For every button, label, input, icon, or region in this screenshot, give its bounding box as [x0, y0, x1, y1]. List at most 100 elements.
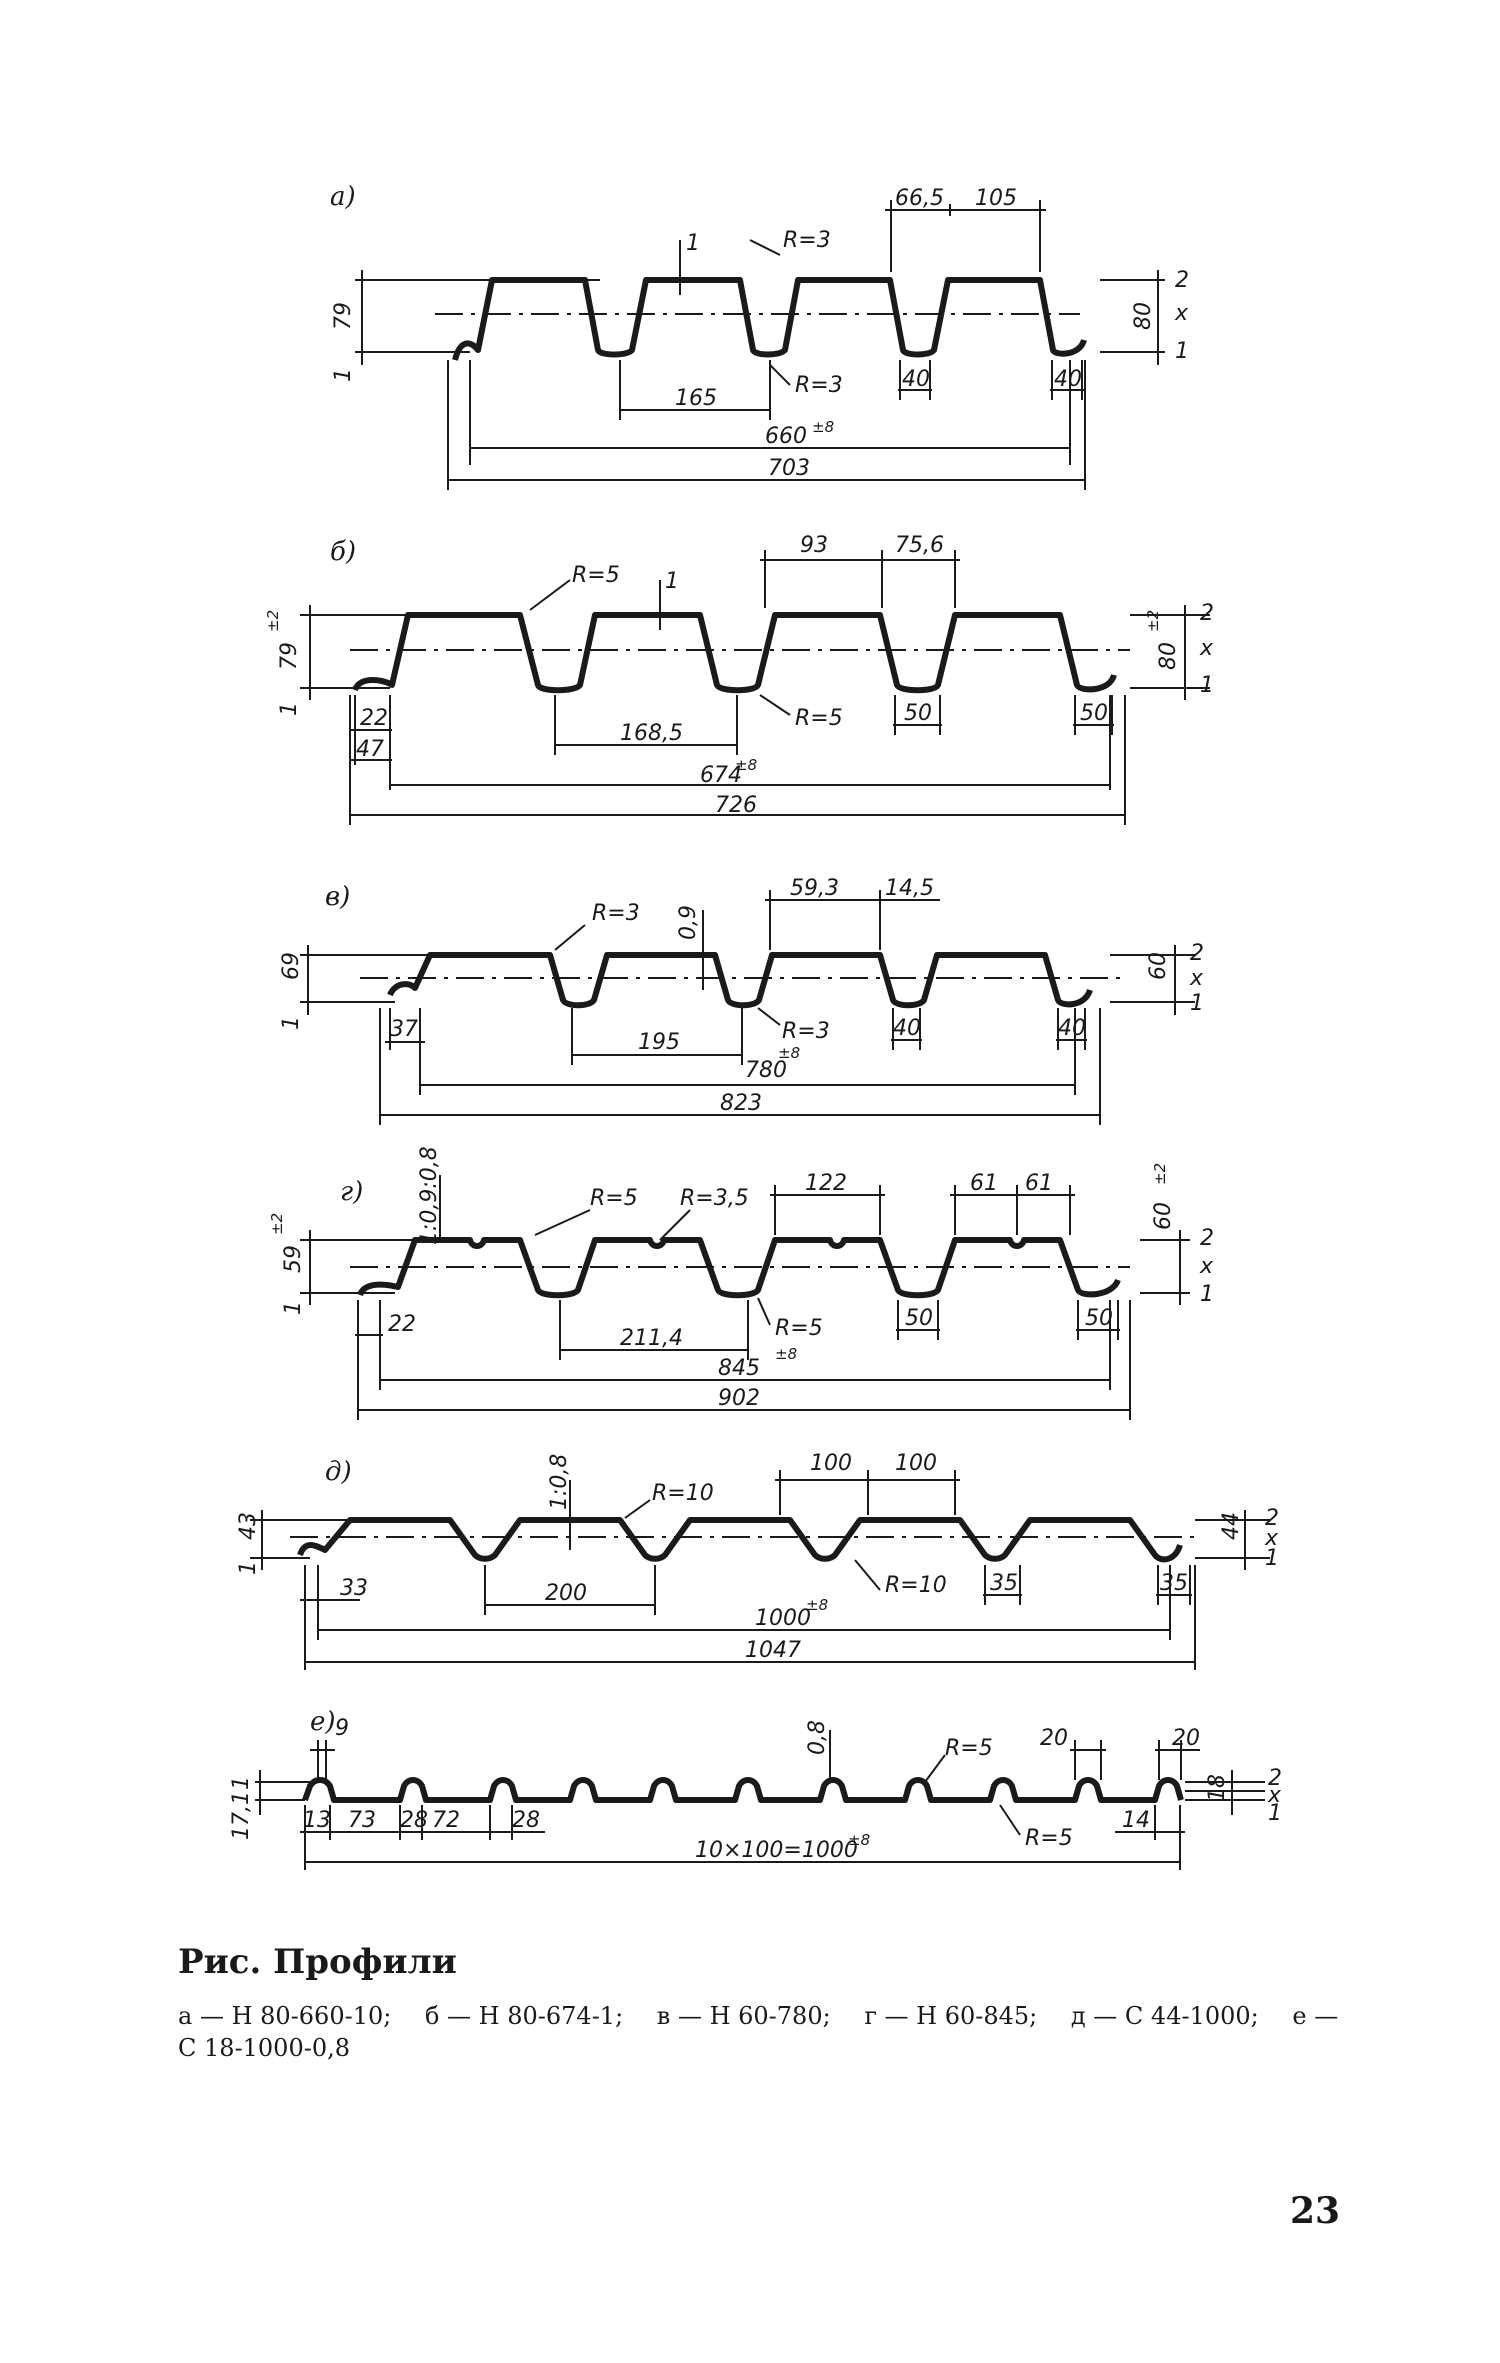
dim-label: 0,8: [805, 1720, 830, 1755]
dim-label: 79: [331, 302, 356, 330]
dim-label: 20: [1040, 1726, 1068, 1751]
dim-label: 1:0,9:0,8: [417, 1146, 442, 1245]
axis-label-1: 1: [1200, 673, 1214, 698]
dim-label: 1: [331, 368, 356, 382]
axis-label-x: x: [1189, 966, 1204, 991]
dim-label: 60: [1151, 1202, 1176, 1230]
tolerance: ±8: [778, 1044, 800, 1062]
profile-v: в) 59,3 14,5 R=3 0,9 69 60 1 37 195 R=3 …: [279, 876, 1204, 1125]
dim-label: 17,1: [229, 1791, 254, 1840]
profile-letter: е): [310, 1707, 336, 1737]
dim-label: R=5: [795, 706, 843, 731]
dim-label: 195: [638, 1030, 680, 1055]
dim-label: 10×100=1000: [695, 1838, 858, 1863]
dim-label: R=3,5: [680, 1186, 749, 1211]
dim-label: 674: [700, 763, 742, 788]
tolerance: ±2: [1151, 1163, 1169, 1185]
profile-e: е) 9 0,8 R=5 20 20 1 17,1 18 13 73 28 72…: [229, 1707, 1282, 1870]
dim-label: 122: [805, 1171, 847, 1196]
profile-d: д) 1:0,8 R=10 100 100 43 44 1 33 200 R=1…: [236, 1451, 1279, 1670]
dim-label: 660: [765, 424, 807, 449]
leader: [759, 694, 791, 716]
leader: [924, 1754, 946, 1783]
dim-label: 14: [1122, 1808, 1150, 1833]
leader: [659, 1209, 691, 1241]
dim-label: 780: [745, 1058, 787, 1083]
dim-label: 902: [718, 1386, 760, 1411]
dim-label: 168,5: [620, 721, 683, 746]
leader: [529, 579, 571, 611]
dim-label: 105: [975, 186, 1017, 211]
dim-label: 75,6: [895, 533, 944, 558]
dim-label: R=3: [592, 901, 640, 926]
dim-label: 50: [1085, 1306, 1113, 1331]
profile-line: [357, 1237, 1121, 1299]
dim-label: 35: [990, 1571, 1018, 1596]
dim-label: 823: [720, 1091, 762, 1116]
dim-label: R=5: [572, 563, 620, 588]
profile-letter: г): [340, 1177, 363, 1207]
dim-label: 50: [904, 701, 932, 726]
dim-label: 59: [281, 1245, 306, 1273]
dim-label: R=10: [652, 1481, 714, 1506]
dim-label: 50: [905, 1306, 933, 1331]
dim-label: 1:0,8: [547, 1454, 572, 1510]
dim-label: 0,9: [676, 905, 701, 940]
dim-label: 845: [718, 1356, 760, 1381]
profile-line: [452, 277, 1087, 361]
leader: [854, 1559, 881, 1591]
dim-label: 44: [1219, 1512, 1244, 1540]
dim-label: 47: [356, 737, 384, 762]
leader: [999, 1804, 1021, 1836]
legend-item-e: е — С 18-1000-0,8: [178, 2002, 1339, 2062]
profile-b: б) 93 75,6 R=5 1 79 ±2 80 ±2 1 22 47 168…: [264, 533, 1214, 825]
figure-caption: Рис. Профили: [178, 1942, 457, 1982]
tolerance: ±2: [268, 1213, 286, 1235]
dim-label: 40: [893, 1016, 921, 1041]
leader: [749, 239, 781, 256]
axis-label-1: 1: [1175, 339, 1189, 364]
tolerance: ±8: [775, 1345, 797, 1363]
legend-item-v: в — Н 60-780;: [656, 2002, 831, 2030]
dim-label: 28: [512, 1808, 540, 1833]
axis-label-x: x: [1267, 1783, 1282, 1808]
dim-label: 100: [810, 1451, 852, 1476]
dim-label: R=3: [783, 228, 831, 253]
legend-item-g: г — Н 60-845;: [864, 2002, 1038, 2030]
axis-label-x: x: [1199, 1254, 1214, 1279]
dim-label: 1: [665, 569, 679, 594]
dim-label: 73: [348, 1808, 376, 1833]
dim-label: R=3: [795, 373, 843, 398]
dim-label: 22: [388, 1312, 416, 1337]
dim-label: R=5: [590, 1186, 638, 1211]
dim-label: R=5: [775, 1316, 823, 1341]
leader: [757, 1297, 771, 1326]
leader: [769, 364, 791, 386]
dim-label: 100: [895, 1451, 937, 1476]
profile-line: [297, 1517, 1183, 1563]
dim-label: 61: [970, 1171, 998, 1196]
dim-label: 40: [1054, 367, 1082, 392]
dim-label: 13: [303, 1808, 331, 1833]
tolerance: ±2: [1144, 610, 1162, 632]
legend-item-d: д — С 44-1000;: [1070, 2002, 1259, 2030]
profile-letter: д): [325, 1457, 352, 1487]
axis-label-1: 1: [1190, 991, 1204, 1016]
axis-label-1: 1: [1268, 1801, 1282, 1826]
profile-line: [302, 1777, 1184, 1803]
tolerance: ±8: [812, 418, 834, 436]
dim-label: 69: [279, 952, 304, 980]
axis-label-2: 2: [1190, 941, 1204, 966]
dim-label: 50: [1080, 701, 1108, 726]
dim-label: R=5: [945, 1736, 993, 1761]
axis-label-2: 2: [1268, 1766, 1282, 1791]
legend-item-a: а — Н 80-660-10;: [178, 2002, 392, 2030]
axis-label-1: 1: [1200, 1282, 1214, 1307]
dim-label: 66,5: [895, 186, 944, 211]
dim-label: R=3: [782, 1019, 830, 1044]
dim-label: 22: [360, 706, 388, 731]
tolerance: ±8: [735, 756, 757, 774]
dim-label: 79: [277, 642, 302, 670]
dim-label: 1: [277, 702, 302, 716]
dim-label: 43: [236, 1512, 261, 1540]
